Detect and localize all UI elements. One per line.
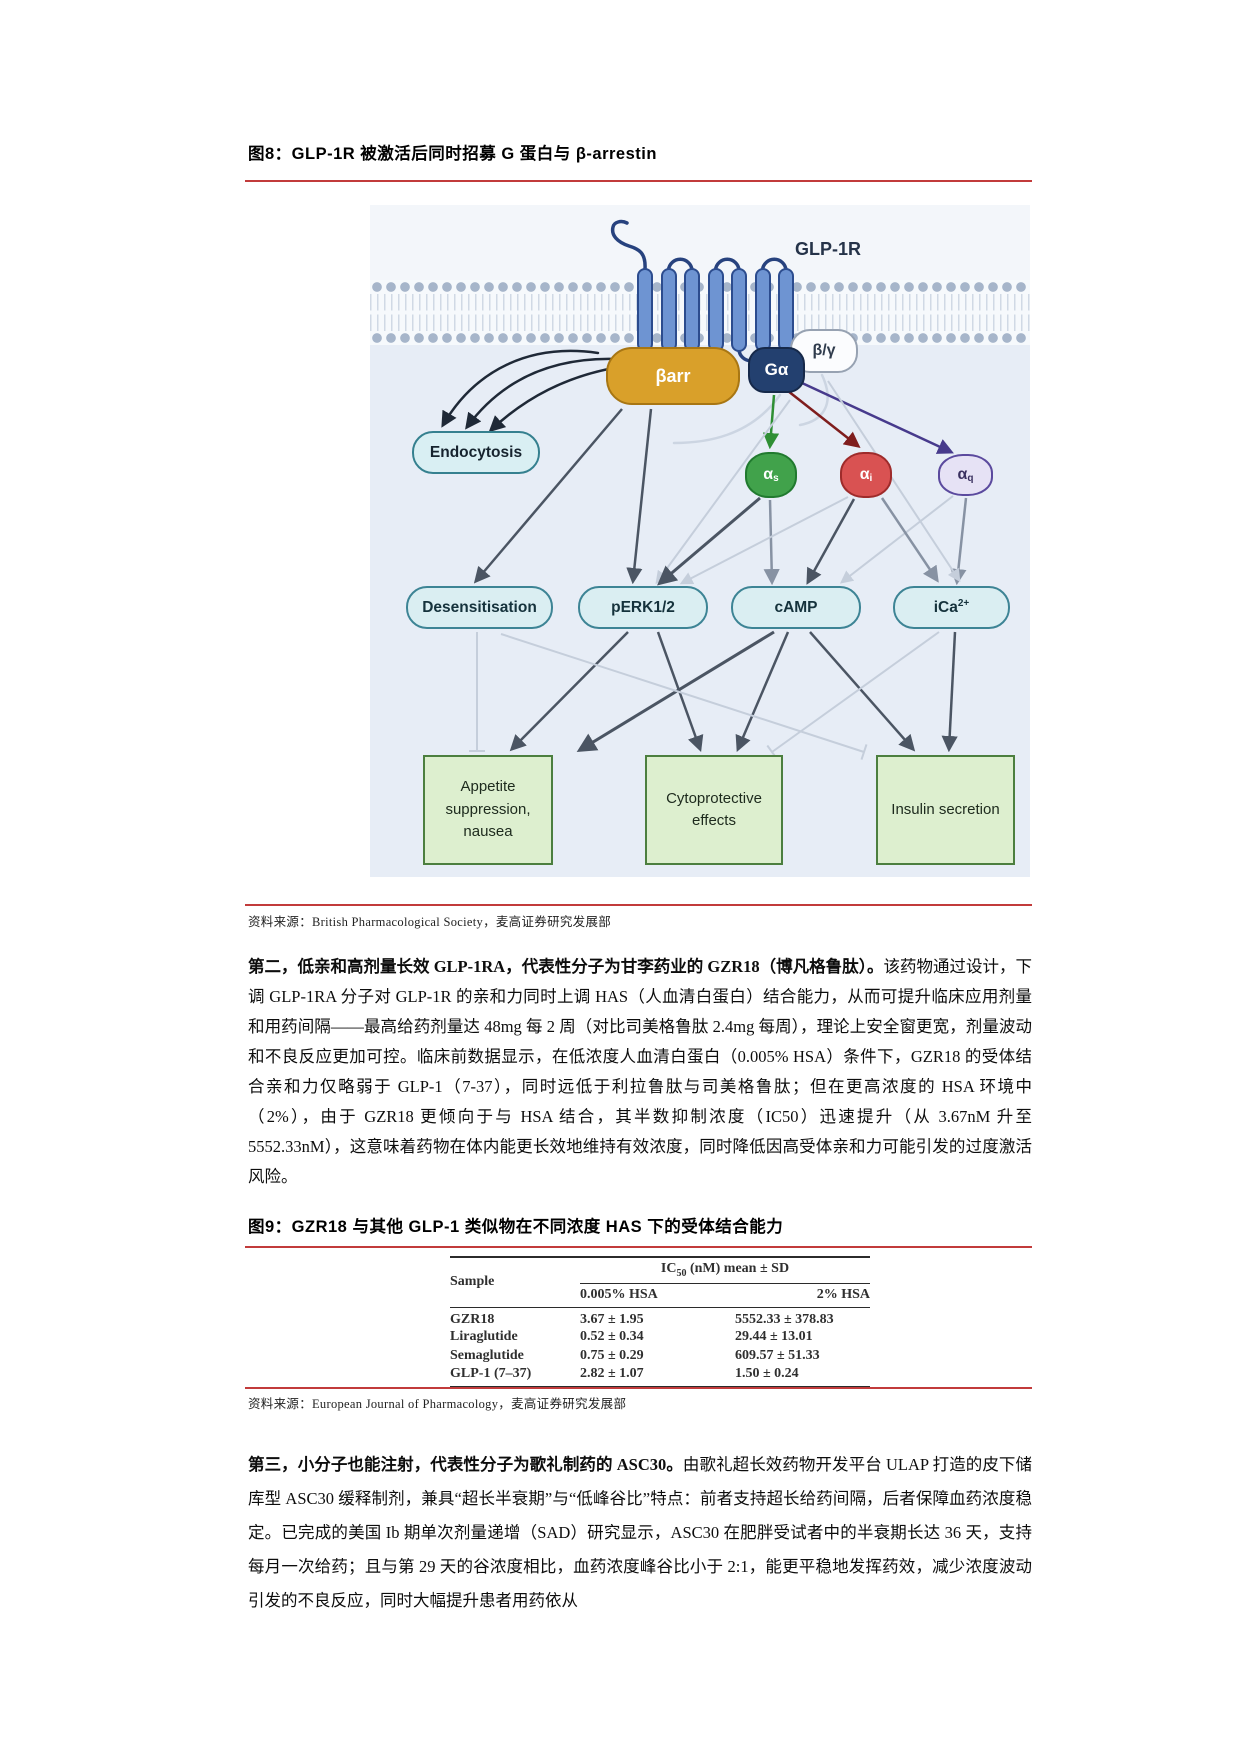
table-header-high-hsa: 2% HSA [816,1287,870,1302]
helix-bar [707,268,724,352]
figure9-source: 资料来源：European Journal of Pharmacology，麦高… [248,1397,627,1411]
figure8-source: 资料来源：British Pharmacological Society，麦高证… [248,915,612,929]
cell-high: 5552.33 ± 378.83 [735,1306,870,1328]
alpha-q-base: α [957,466,968,483]
cell-sample: Semaglutide [450,1348,524,1363]
extracellular-area [370,205,1030,280]
node-g-alpha: Gα [748,347,805,393]
table-header-ic50: IC50 (nM) mean ± SD [580,1257,870,1284]
receptor-label: GLP-1R [795,239,862,259]
ic50-subscript: 50 [676,1268,687,1280]
lipid-heads-bottom [370,331,1030,345]
node-camp: cAMP [731,586,861,629]
cell-sample: GZR18 [450,1306,580,1328]
cell-high: 609.57 ± 51.33 [735,1348,820,1363]
table-header-sample: Sample [450,1274,495,1290]
alpha-s-sub: s [773,472,779,484]
ic50-suffix: (nM) mean ± SD [686,1261,790,1277]
cell-sample: GLP-1 (7–37) [450,1365,532,1381]
table-header-low-hsa: 0.005% HSA [580,1287,658,1302]
paragraph-3-lead: 第三，小分子也能注射，代表性分子为歌礼制药的 ASC30。 [248,1455,683,1474]
figure9-title: 图9：GZR18 与其他 GLP-1 类似物在不同浓度 HAS 下的受体结合能力 [248,1218,784,1236]
paragraph-3: 第三，小分子也能注射，代表性分子为歌礼制药的 ASC30。由歌礼超长效药物开发平… [248,1448,1032,1618]
cell-high: 29.44 ± 13.01 [735,1329,813,1344]
table-row: GLP-1 (7–37) 2.82 ± 1.07 1.50 ± 0.24 [450,1366,870,1387]
figure8-bottom-rule [245,904,1032,906]
table-row: GZR18 3.67 ± 1.95 5552.33 ± 378.83 [450,1306,870,1328]
node-desensitisation: Desensitisation [406,586,553,629]
alpha-s-base: α [763,466,774,483]
node-cytoprotective-effects: Cytoprotective effects [645,755,783,865]
paragraph-2: 第二，低亲和高剂量长效 GLP-1RA，代表性分子为甘李药业的 GZR18（博凡… [248,952,1032,1192]
paragraph-3-body: 由歌礼超长效药物开发平台 ULAP 打造的皮下储库型 ASC30 缓释制剂，兼具… [248,1455,1032,1610]
table-row: Semaglutide 0.75 ± 0.29 609.57 ± 51.33 [450,1347,870,1366]
paragraph-2-lead: 第二，低亲和高剂量长效 GLP-1RA，代表性分子为甘李药业的 GZR18（博凡… [248,957,884,976]
table-row: Liraglutide 0.52 ± 0.34 29.44 ± 13.01 [450,1328,870,1347]
diagram-connectors [441,219,968,760]
ica-sup: 2+ [957,598,970,609]
node-appetite-suppression: Appetite suppression, nausea [423,755,553,865]
helix-bar [637,268,653,352]
lipid-heads-top [370,280,1030,294]
figure9-table: Sample IC50 (nM) mean ± SD 0.005% HSA 2%… [450,1256,870,1388]
ic50-prefix: IC [660,1261,677,1277]
paragraph-2-body: 该药物通过设计，下调 GLP-1RA 分子对 GLP-1R 的亲和力同时上调 H… [248,957,1033,1186]
figure8-title: 图8：GLP-1R 被激活后同时招募 G 蛋白与 β-arrestin [248,145,657,163]
alpha-i-base: α [859,466,870,483]
helix-bar [684,268,700,352]
helix-bar [731,268,747,352]
ica-base: iCa [933,598,958,616]
cell-membrane [370,280,1030,345]
lipid-tails [370,294,1030,331]
node-endocytosis: Endocytosis [412,431,540,474]
node-insulin-secretion: Insulin secretion [876,755,1015,865]
cell-low: 0.75 ± 0.29 [580,1348,644,1363]
alpha-i-sub: i [869,472,873,484]
cell-sample: Liraglutide [450,1329,518,1344]
figure9-title-rule [245,1246,1032,1248]
node-perk: pERK1/2 [578,586,708,629]
helix-bar [754,268,771,352]
figure9-bottom-rule [245,1387,1032,1389]
node-beta-arrestin: βarr [606,347,740,405]
cell-low: 2.82 ± 1.07 [580,1365,644,1381]
receptor-helices [637,268,794,352]
helix-bar [660,268,677,352]
cell-low: 0.52 ± 0.34 [580,1329,644,1344]
alpha-q-sub: q [967,472,974,484]
cell-high: 1.50 ± 0.24 [735,1365,799,1381]
figure8-title-rule [245,180,1032,182]
cell-low: 3.67 ± 1.95 [580,1306,735,1328]
